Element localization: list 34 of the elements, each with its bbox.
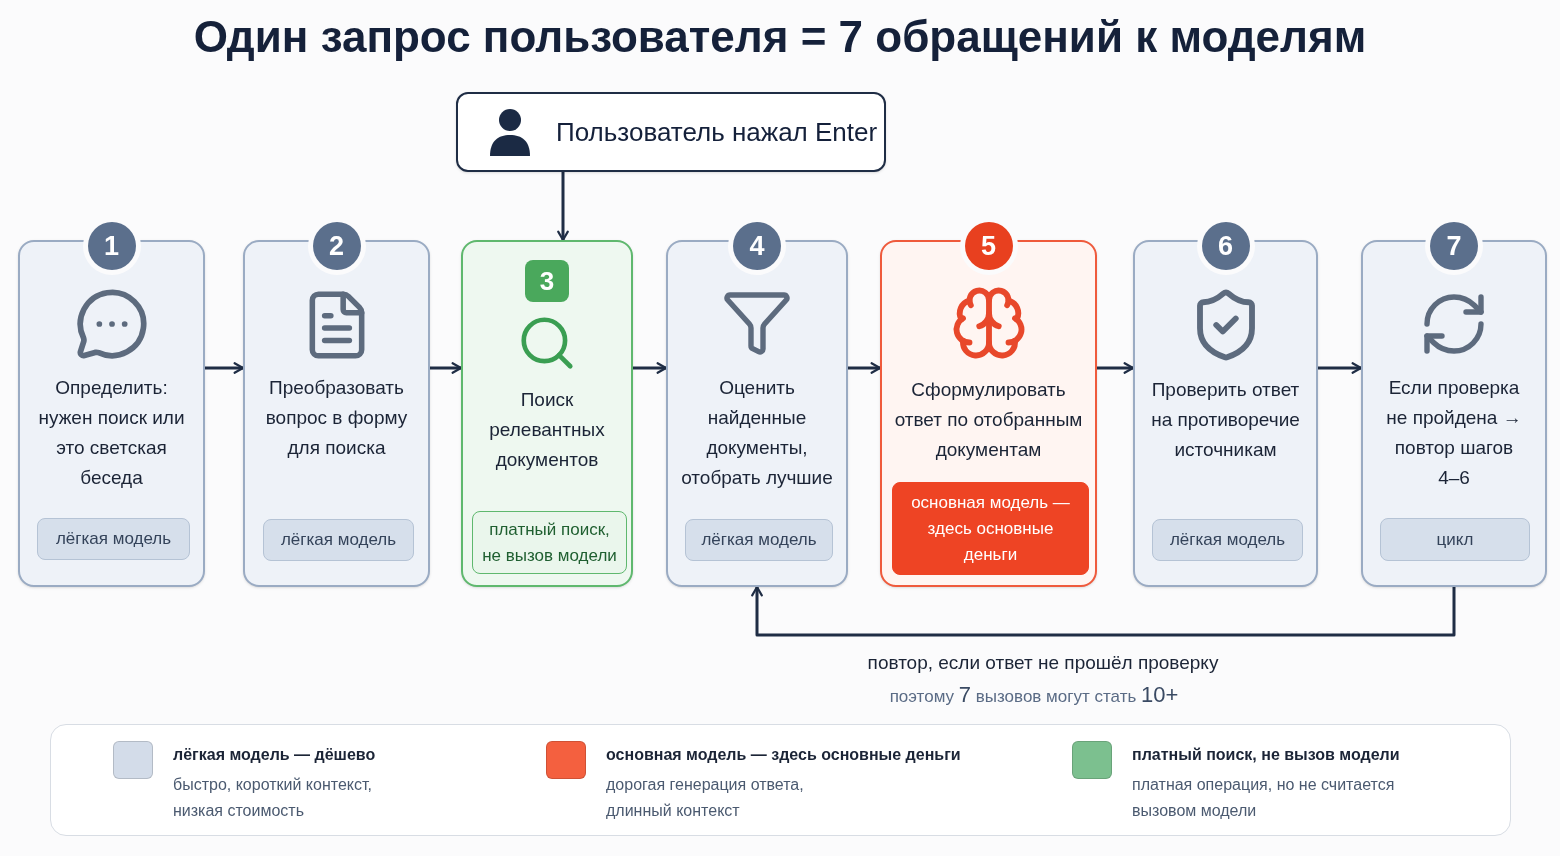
start-box-text: Пользователь нажал Enter	[556, 115, 878, 149]
note-text: поэтому 7 вызовов могут стать 10+	[889, 680, 1179, 709]
arrow	[1095, 362, 1135, 374]
step-description: Проверить ответ на противоречие источникам	[1150, 378, 1301, 462]
model-tag: лёгкая модель	[263, 519, 414, 561]
step-description: Определить: нужен поиск или это светская беседа	[37, 376, 186, 490]
legend-text: платный поиск, не вызов модели	[1132, 745, 1400, 765]
model-tag: основная модель — здесь основные деньги	[892, 482, 1089, 575]
legend-description: платная операция, но не считается вызовом модели	[1132, 775, 1396, 821]
model-tag: лёгкая модель	[685, 519, 833, 561]
step-description: Оценить найденные документы, отобрать лучшие	[680, 376, 834, 490]
step-description: Преобразовать вопрос в форму для поиска	[264, 376, 409, 460]
legend-text: лёгкая модель — дёшево	[173, 745, 376, 765]
model-tag: лёгкая модель	[1152, 519, 1303, 561]
step-description: Сформулировать ответ по отобранным документам	[893, 378, 1084, 462]
step-description: Поиск релевантных документов	[488, 388, 606, 472]
legend-description: быстро, короткий контекст, низкая стоимость	[173, 775, 373, 821]
feedback-arrow	[751, 585, 1456, 637]
step-card	[461, 240, 633, 587]
arrow	[428, 362, 463, 374]
arrow	[203, 362, 245, 374]
diagram-title: Один запрос пользователя = 7 обращений к моделям	[192, 11, 1368, 63]
model-tag: платный поиск, не вызов модели	[472, 511, 627, 574]
step-number-badge: 3	[525, 260, 569, 302]
legend-text: основная модель — здесь основные деньги	[606, 745, 961, 765]
arrow	[846, 362, 882, 374]
arrow	[631, 362, 668, 374]
model-tag: лёгкая модель	[37, 518, 190, 560]
legend-description: дорогая генерация ответа, длинный контекст	[606, 775, 805, 821]
model-tag: цикл	[1380, 518, 1530, 561]
arrow	[1316, 362, 1363, 374]
step-description: Если проверка не пройдена → повтор шагов 4–6	[1385, 376, 1523, 490]
arrow	[557, 170, 569, 242]
start-box	[456, 92, 886, 172]
